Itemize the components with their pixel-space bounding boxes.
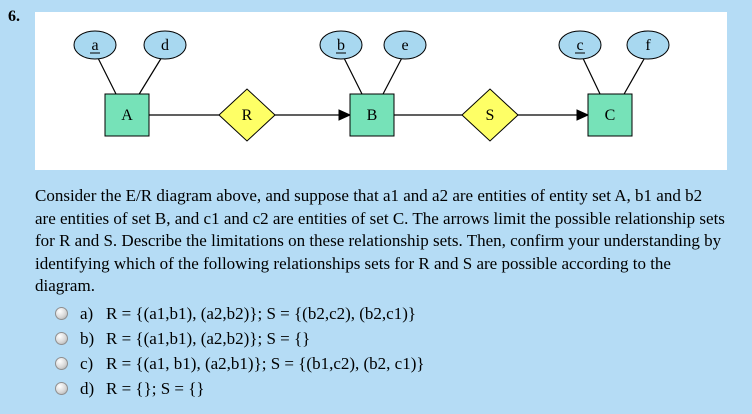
attribute-c-label: c: [576, 37, 583, 54]
edge-attr-d-to-A: [137, 51, 166, 97]
option-d-key: d): [80, 378, 95, 398]
attribute-b-oval: [319, 30, 363, 60]
answer-option-c: c) R = {(a1, b1), (a2,b1)}; S = {(b1,c2)…: [55, 351, 715, 376]
entity-B-rect: [349, 93, 395, 137]
option-b-text: R = {(a1,b1), (a2,b2)}; S = {}: [106, 328, 311, 348]
attribute-a-label: a: [91, 37, 98, 54]
entity-C-label: C: [605, 107, 616, 124]
option-d-text: R = {}; S = {}: [106, 378, 205, 398]
option-a-text: R = {(a1,b1), (a2,b2)}; S = {(b2,c2), (b…: [106, 303, 417, 323]
relationship-S-label: S: [486, 107, 495, 124]
attribute-d-label: d: [161, 37, 169, 54]
relationship-R-diamond: [218, 88, 276, 142]
attribute-e-label: e: [401, 37, 408, 54]
edge-attr-f-to-C: [622, 51, 649, 97]
relationship-R-label: R: [242, 107, 253, 124]
entity-C-rect: [587, 93, 633, 137]
option-d-radio[interactable]: [55, 382, 68, 395]
attribute-f-oval: [626, 30, 670, 60]
attribute-e-oval: [383, 30, 427, 60]
edge-attr-c-to-C: [579, 51, 602, 97]
er-diagram: a d b e c f A B C R S: [73, 30, 670, 142]
option-c-key: c): [80, 353, 94, 373]
option-b-radio[interactable]: [55, 332, 68, 345]
answer-option-a: a) R = {(a1,b1), (a2,b2)}; S = {(b2,c2),…: [55, 301, 715, 326]
er-diagram-panel: a d b e c f A B C R S: [35, 12, 727, 170]
edge-attr-b-to-B: [340, 51, 364, 97]
option-a-radio[interactable]: [55, 307, 68, 320]
entity-B-label: B: [367, 107, 378, 124]
entity-A-rect: [104, 93, 150, 137]
entity-A-label: A: [121, 107, 133, 124]
option-b-key: b): [80, 328, 95, 348]
attribute-d-oval: [143, 30, 187, 60]
arrowhead-into-B: [338, 109, 352, 121]
attribute-c-oval: [558, 30, 602, 60]
answer-option-b: b) R = {(a1,b1), (a2,b2)}; S = {}: [55, 326, 715, 351]
relationship-S-diamond: [461, 88, 519, 142]
attribute-b-label: b: [337, 37, 345, 54]
edge-attr-e-to-B: [381, 51, 406, 97]
edge-attr-a-to-A: [94, 51, 118, 97]
attribute-f-label: f: [645, 37, 651, 54]
question-text: Consider the E/R diagram above, and supp…: [35, 186, 725, 295]
answer-option-d: d) R = {}; S = {}: [55, 376, 715, 401]
arrowhead-into-C: [576, 109, 590, 121]
option-c-text: R = {(a1, b1), (a2,b1)}; S = {(b1,c2), (…: [106, 353, 425, 373]
attribute-a-oval: [73, 30, 117, 60]
option-a-key: a): [80, 303, 94, 323]
answer-options: a) R = {(a1,b1), (a2,b2)}; S = {(b2,c2),…: [55, 301, 715, 401]
option-c-radio[interactable]: [55, 357, 68, 370]
question-number: 6.: [8, 8, 20, 25]
